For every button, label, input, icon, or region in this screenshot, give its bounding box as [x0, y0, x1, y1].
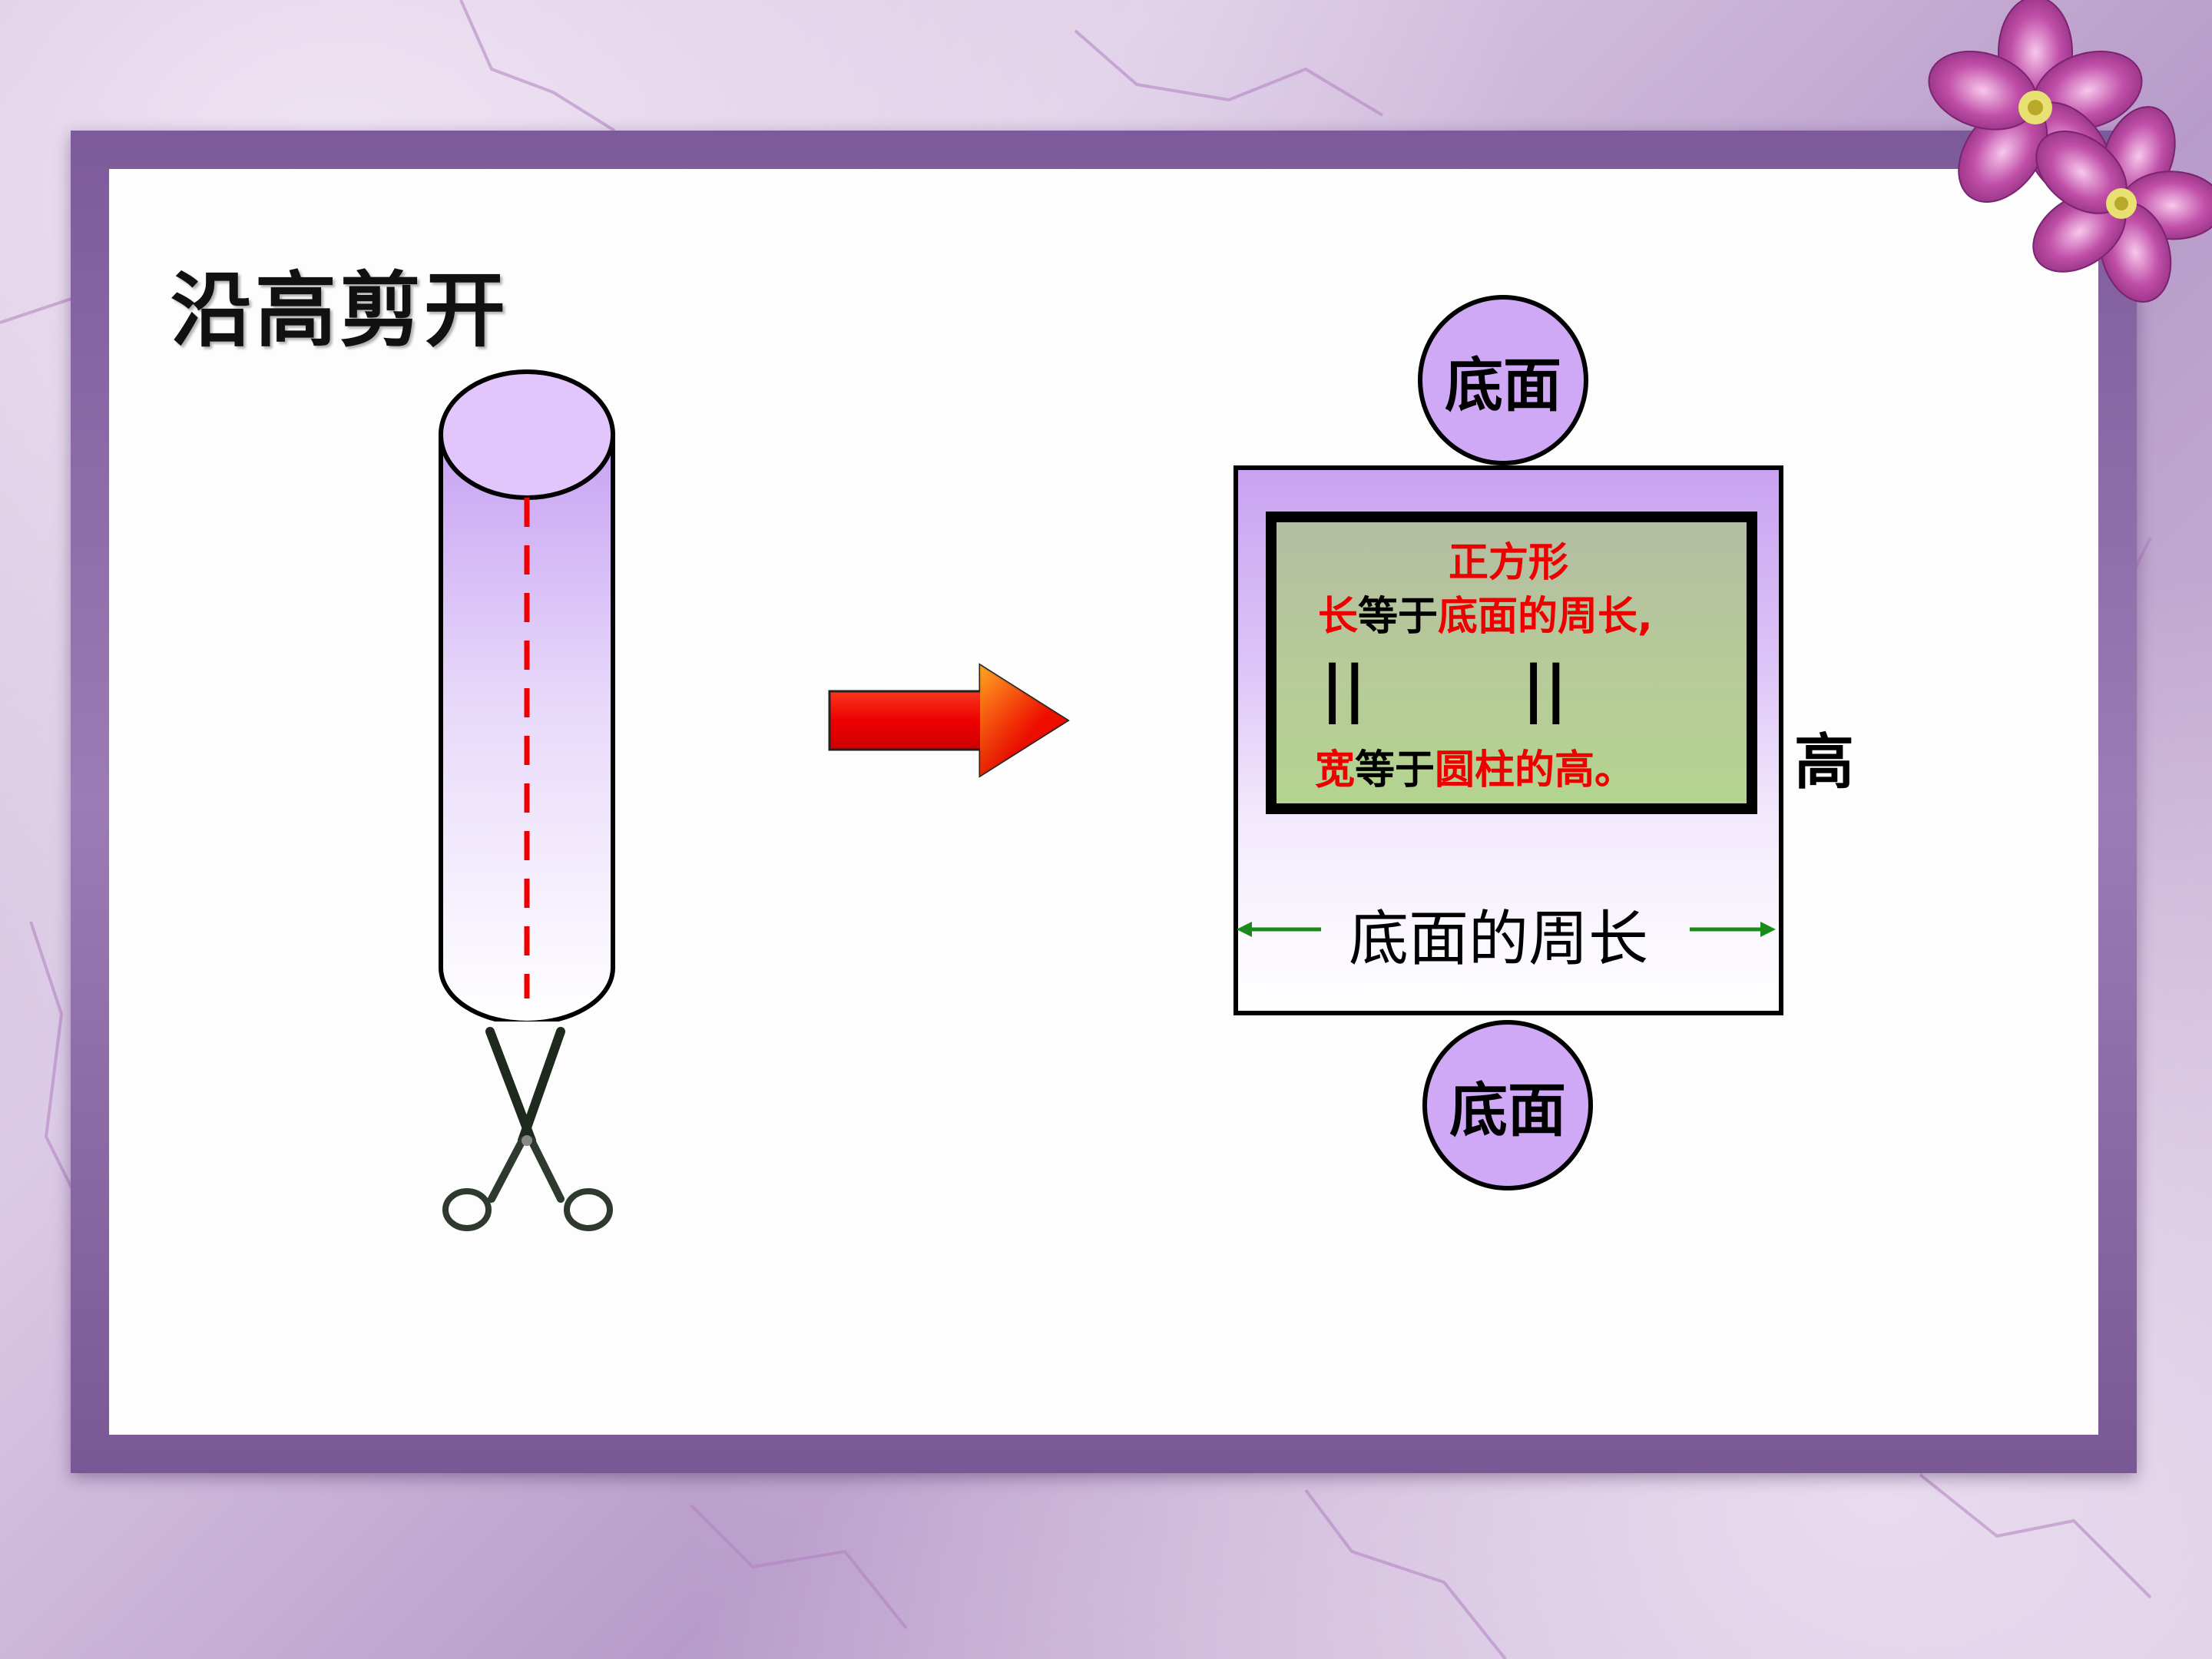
top-base-label: 底面 — [1445, 351, 1561, 419]
equal-sign-left: || — [1321, 653, 1366, 724]
bottom-base-circle: 底面 — [1422, 1020, 1593, 1190]
length-word: 长 — [1318, 594, 1359, 640]
scissors-icon — [442, 1027, 613, 1231]
explanation-box — [1266, 512, 1757, 814]
equals-word-2: 等于 — [1355, 747, 1435, 793]
cylinder-height-text: 圆柱的高。 — [1435, 747, 1635, 793]
arrow-right-icon — [828, 663, 1070, 778]
circumference-label: 底面的周长 — [1349, 905, 1649, 974]
cylinder — [439, 369, 615, 1022]
equal-sign-right: || — [1522, 653, 1568, 724]
equals-word: 等于 — [1358, 594, 1439, 640]
bottom-base-label: 底面 — [1449, 1076, 1566, 1144]
flower-icon — [1928, 0, 2212, 303]
width-word: 宽 — [1315, 747, 1356, 793]
measure-arrow-left — [1237, 922, 1321, 937]
page-title: 沿高剪开 — [171, 262, 508, 358]
height-label: 高 — [1794, 728, 1855, 797]
top-base-circle: 底面 — [1418, 295, 1588, 465]
width-sentence: 宽等于圆柱的高。 — [1315, 737, 1634, 795]
length-sentence: 长等于底面的周长, — [1318, 584, 1653, 641]
shape-name: 正方形 — [1449, 540, 1569, 586]
measure-arrow-right — [1690, 922, 1776, 937]
base-circumference-text: 底面的周长, — [1438, 594, 1653, 640]
